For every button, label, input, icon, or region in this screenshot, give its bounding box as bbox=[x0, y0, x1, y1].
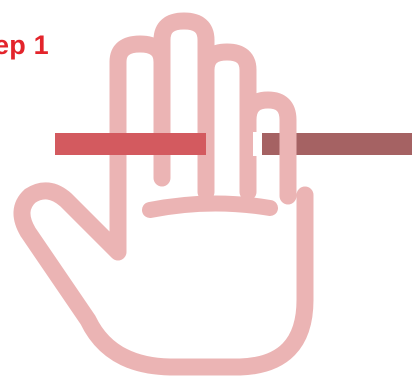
hand-outline bbox=[22, 21, 305, 367]
palm-crease bbox=[150, 203, 270, 210]
finger-gap bbox=[253, 132, 262, 156]
bar-front-segment bbox=[55, 133, 206, 155]
step-label: ep 1 bbox=[0, 32, 49, 59]
hand-icon bbox=[22, 21, 305, 367]
